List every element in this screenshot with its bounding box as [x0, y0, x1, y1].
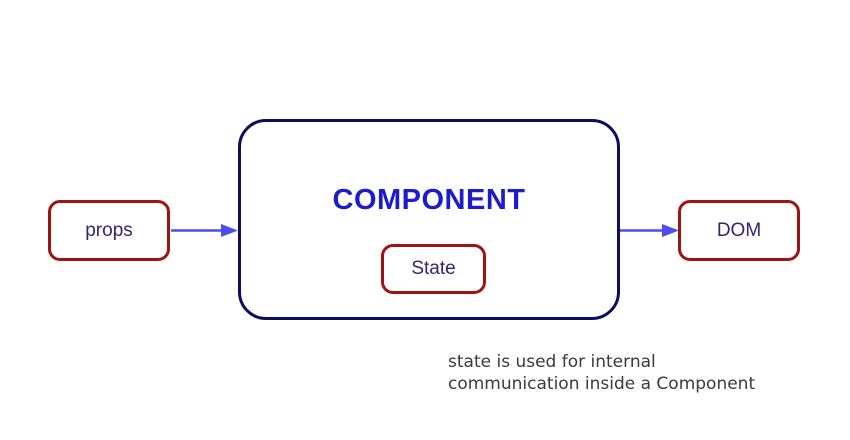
props-label: props	[85, 219, 133, 241]
arrow-right-icon	[170, 222, 238, 244]
dom-box: DOM	[678, 200, 800, 261]
arrow-right-icon	[620, 222, 679, 244]
state-label: State	[411, 258, 456, 279]
caption: state is used for internal communication…	[448, 352, 755, 395]
state-box: State	[381, 244, 486, 294]
caption-line-2: communication inside a Component	[448, 373, 756, 394]
props-box: props	[48, 200, 170, 261]
caption-line-1: state is used for internal	[448, 352, 656, 372]
component-title: COMPONENT	[332, 184, 526, 216]
dom-label: DOM	[716, 219, 762, 241]
component-box: COMPONENT State	[238, 119, 620, 320]
